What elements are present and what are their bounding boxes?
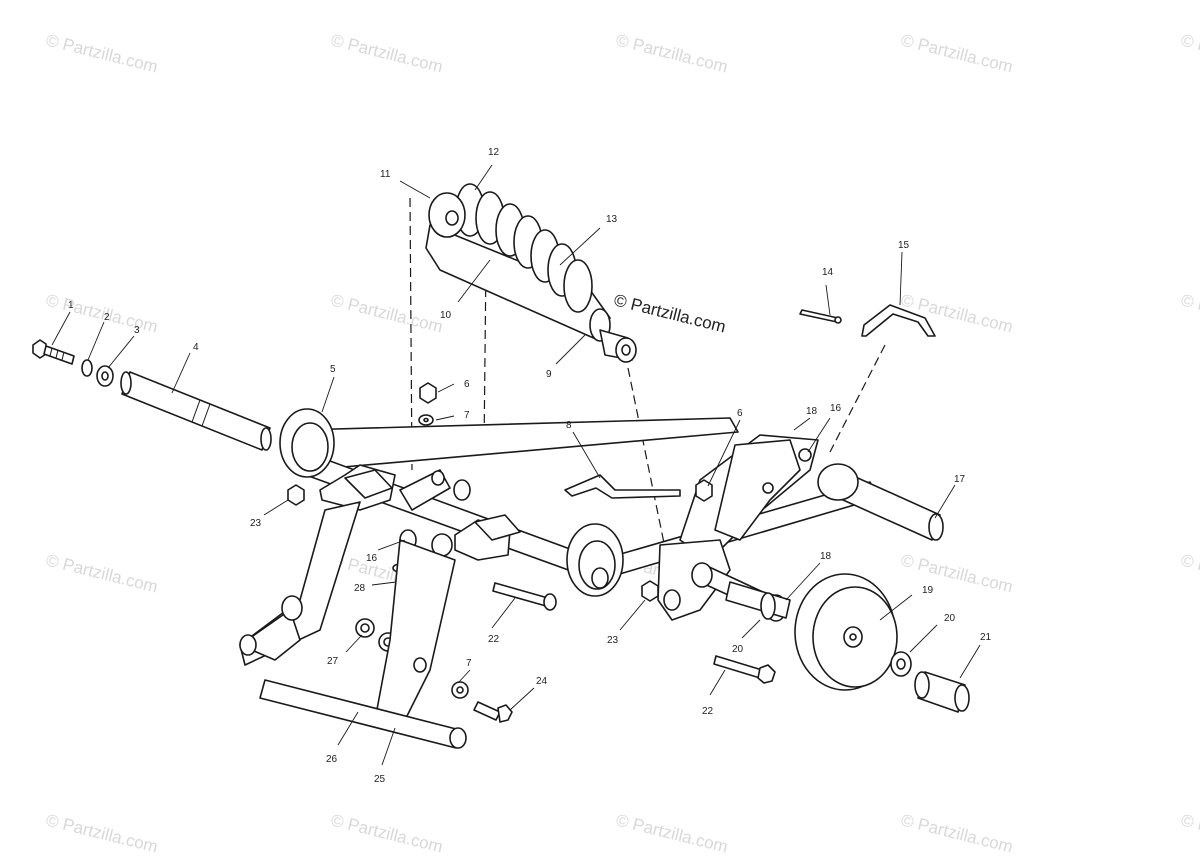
callout-19: 19	[922, 585, 934, 596]
top-right-hardware	[799, 304, 936, 337]
assembly-lines	[409, 197, 886, 549]
callout-6: 6	[737, 408, 743, 419]
callout-1: 1	[68, 300, 74, 311]
callout-23: 23	[607, 635, 619, 646]
callout-9: 9	[546, 369, 552, 380]
callout-8: 8	[566, 420, 572, 431]
callout-7: 7	[466, 658, 472, 669]
bushing-part-18	[725, 581, 791, 619]
callout-23: 23	[250, 518, 262, 529]
watermark: © Partzilla.com	[1179, 290, 1200, 336]
callout-17: 17	[954, 474, 966, 485]
watermark: © Partzilla.com	[614, 810, 730, 856]
watermark: © Partzilla.com	[44, 810, 160, 856]
clip-part-15	[861, 304, 936, 337]
callout-21: 21	[980, 632, 992, 643]
callout-18: 18	[806, 406, 818, 417]
watermark: © Partzilla.com	[899, 550, 1015, 596]
front-arm-frame	[279, 408, 944, 622]
callout-15: 15	[898, 240, 910, 251]
callout-12: 12	[488, 147, 500, 158]
callout-27: 27	[327, 656, 339, 667]
watermark: © Partzilla.com	[1179, 550, 1200, 596]
callout-22: 22	[488, 634, 500, 645]
callout-13: 13	[606, 214, 618, 225]
callout-22: 22	[702, 706, 714, 717]
watermark: © Partzilla.com	[329, 290, 445, 336]
callout-26: 26	[326, 754, 338, 765]
watermark-center: © Partzilla.com	[612, 290, 728, 336]
callout-18: 18	[820, 551, 832, 562]
watermark: © Partzilla.com	[899, 30, 1015, 76]
bolt-part-1	[32, 339, 75, 365]
watermark: © Partzilla.com	[329, 30, 445, 76]
callout-2: 2	[104, 312, 110, 323]
callout-25: 25	[374, 774, 386, 785]
watermark: © Partzilla.com	[329, 810, 445, 856]
tube-part-4	[120, 371, 272, 451]
watermark: © Partzilla.com	[44, 30, 160, 76]
callout-14: 14	[822, 267, 834, 278]
watermark: © Partzilla.com	[614, 30, 730, 76]
lower-arm-assembly	[239, 501, 467, 749]
watermark: © Partzilla.com	[44, 550, 160, 596]
pin-part-14	[799, 309, 839, 323]
clip-part-8	[564, 474, 681, 499]
watermark: © Partzilla.com	[899, 290, 1015, 336]
callout-16: 16	[830, 403, 842, 414]
shaft-part-17	[817, 463, 944, 541]
shock-absorber-assembly	[425, 183, 637, 363]
bushing-part-21	[914, 671, 970, 713]
callout-28: 28	[354, 583, 366, 594]
washer-part-2	[81, 359, 93, 377]
wheel-assembly	[713, 573, 970, 713]
callout-6: 6	[464, 379, 470, 390]
callout-4: 4	[193, 342, 199, 353]
watermark-layer: © Partzilla.com © Partzilla.com © Partzi…	[44, 30, 1200, 856]
callout-5: 5	[330, 364, 336, 375]
leader-lines	[51, 164, 981, 766]
nut-part-6	[419, 382, 437, 404]
callout-labels: 1 2 3 4 5 6 6 7 7 8 9 10 11 12 13 14 15 …	[68, 147, 992, 785]
watermark: © Partzilla.com	[1179, 810, 1200, 856]
bolt-part-22	[492, 582, 549, 607]
watermark: © Partzilla.com	[44, 290, 160, 336]
callout-7: 7	[464, 410, 470, 421]
wheel-part-19	[794, 573, 898, 691]
callout-20: 20	[944, 613, 956, 624]
callout-16: 16	[366, 553, 378, 564]
watermark: © Partzilla.com	[899, 810, 1015, 856]
bolt-part-24	[473, 701, 501, 721]
washer-part-3	[96, 365, 114, 387]
callout-24: 24	[536, 676, 548, 687]
tube-end-part-5	[279, 408, 335, 478]
left-shaft-assembly	[32, 339, 272, 451]
washer-part-20	[890, 651, 912, 677]
callout-10: 10	[440, 310, 452, 321]
callout-11: 11	[380, 169, 391, 180]
nut-part-23	[641, 580, 659, 602]
callout-3: 3	[134, 325, 140, 336]
nut-part-23	[287, 484, 305, 506]
watermark: © Partzilla.com	[1179, 30, 1200, 76]
callout-20: 20	[732, 644, 744, 655]
bolt-part-22	[713, 655, 776, 684]
